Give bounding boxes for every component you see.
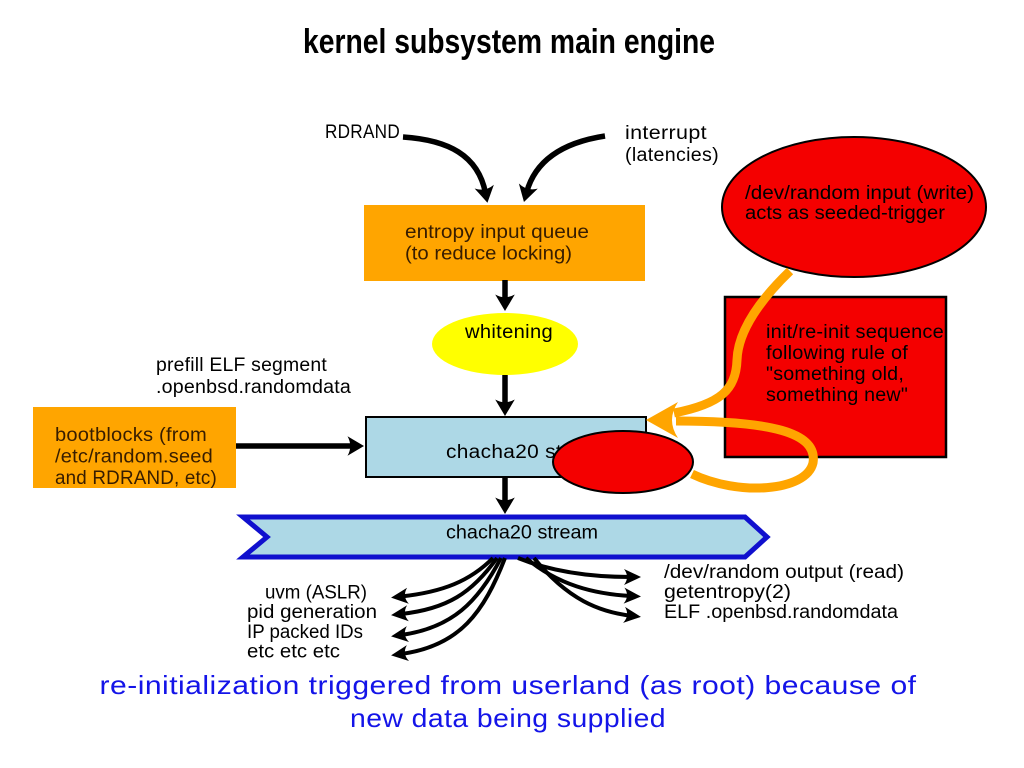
svg-text:following rule of: following rule of xyxy=(766,343,909,364)
svg-text:re-initialization triggered fr: re-initialization triggered from userlan… xyxy=(100,670,917,700)
svg-text:interrupt: interrupt xyxy=(625,123,707,144)
svg-text:/dev/random input (write): /dev/random input (write) xyxy=(745,183,974,204)
svg-text:new data being supplied: new data being supplied xyxy=(350,703,666,733)
svg-text:entropy input queue: entropy input queue xyxy=(405,222,589,243)
svg-text:pid generation: pid generation xyxy=(247,602,377,623)
svg-text:.openbsd.randomdata: .openbsd.randomdata xyxy=(156,377,351,398)
svg-text:and RDRAND, etc): and RDRAND, etc) xyxy=(55,468,217,489)
svg-text:"something old,: "something old, xyxy=(766,364,904,385)
svg-text:ELF .openbsd.randomdata: ELF .openbsd.randomdata xyxy=(664,602,898,623)
svg-text:uvm (ASLR): uvm (ASLR) xyxy=(265,583,367,604)
svg-text:prefill ELF segment: prefill ELF segment xyxy=(156,355,328,376)
svg-text:IP packed IDs: IP packed IDs xyxy=(247,622,363,643)
svg-text:(to reduce locking): (to reduce locking) xyxy=(405,244,572,265)
svg-text:getentropy(2): getentropy(2) xyxy=(664,582,791,603)
svg-text:(latencies): (latencies) xyxy=(625,145,719,166)
svg-text:whitening: whitening xyxy=(464,322,553,343)
svg-text:bootblocks (from: bootblocks (from xyxy=(55,425,207,446)
svg-text:RDRAND: RDRAND xyxy=(325,122,400,143)
svg-text:/dev/random output (read): /dev/random output (read) xyxy=(664,562,904,583)
svg-text:chacha20 stream: chacha20 stream xyxy=(446,523,598,544)
svg-text:acts as seeded-trigger: acts as seeded-trigger xyxy=(745,203,946,224)
svg-text:something new": something new" xyxy=(766,385,908,406)
svg-text:etc etc etc: etc etc etc xyxy=(247,642,340,663)
svg-text:init/re-init sequence: init/re-init sequence xyxy=(766,322,944,343)
svg-text:/etc/random.seed: /etc/random.seed xyxy=(55,447,213,468)
svg-text:kernel subsystem main engine: kernel subsystem main engine xyxy=(303,23,715,61)
